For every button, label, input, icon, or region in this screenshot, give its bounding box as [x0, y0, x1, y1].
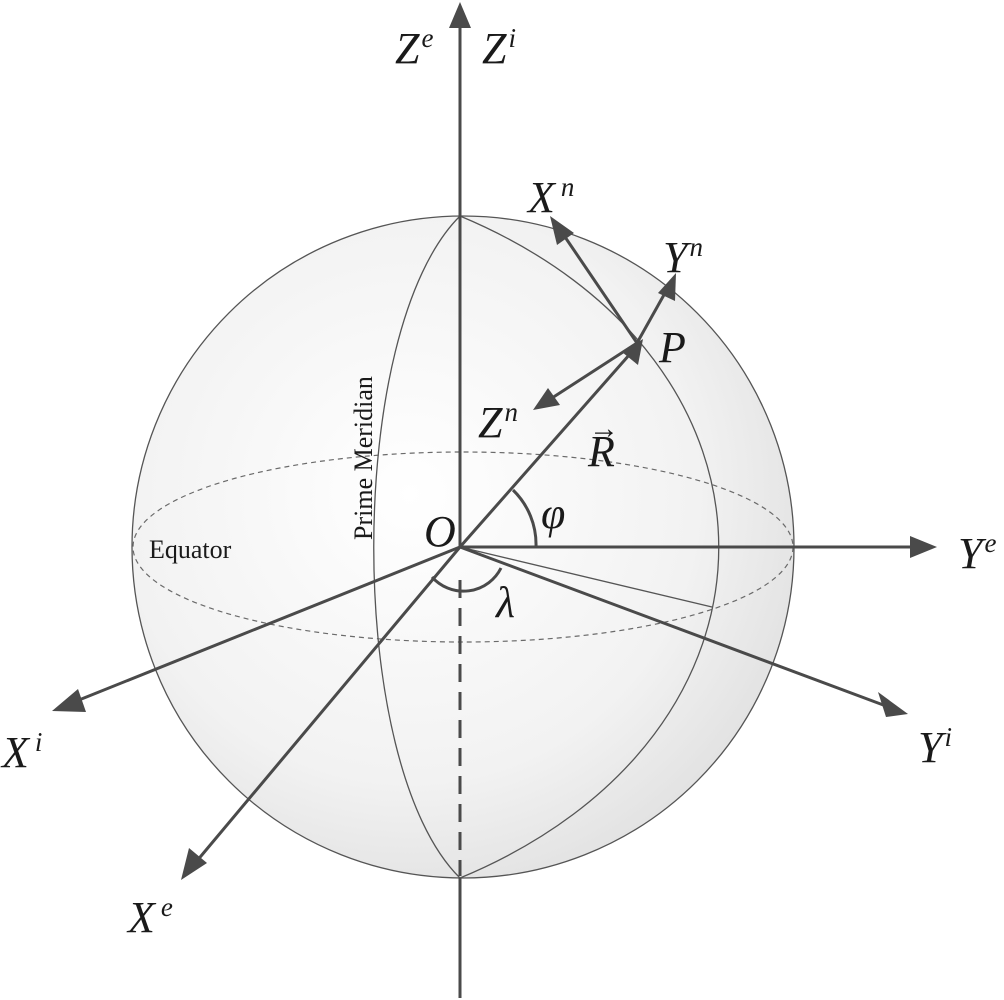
ye-axis-arrowhead [910, 536, 937, 558]
label-y-i: Yi [918, 722, 952, 772]
longitude-projection-line [459, 546, 713, 608]
lambda-angle-arc [430, 567, 503, 593]
z-axis-arrowhead [449, 2, 471, 28]
yi-axis-arrowhead [878, 692, 908, 717]
yn-axis-line [635, 292, 667, 344]
xe-axis-arrowhead [181, 848, 207, 880]
phi-angle-arc [511, 488, 538, 548]
xi-axis-line [73, 545, 461, 704]
xi-axis-arrowhead [52, 689, 86, 712]
prime-meridian-arc [373, 215, 461, 879]
r-vector-arrowhead [622, 339, 643, 365]
yn-axis-arrowhead [658, 273, 676, 301]
xe-axis-line [194, 546, 462, 863]
label-point-p: P [658, 323, 686, 372]
label-prime-meridian: Prime Meridian [349, 376, 378, 540]
r-vector-line [458, 353, 632, 548]
label-vector-r-arrow: → [589, 412, 619, 445]
label-equator: Equator [149, 535, 232, 564]
label-phi: φ [541, 489, 565, 538]
label-z-e: Ze [395, 23, 433, 73]
zn-axis-arrowhead [533, 388, 560, 410]
label-y-e: Ye [958, 528, 996, 578]
label-z-n: Zn [478, 397, 518, 447]
label-lambda: λ [494, 578, 515, 627]
label-origin-o: O [424, 507, 456, 556]
yi-axis-line [459, 545, 887, 708]
label-vector-r: R [587, 427, 615, 476]
xn-axis-arrowhead [550, 216, 574, 245]
zn-axis-line [551, 341, 638, 400]
label-z-i: Zi [482, 23, 516, 73]
xn-axis-line [561, 233, 639, 344]
label-y-n: Yn [663, 232, 703, 282]
